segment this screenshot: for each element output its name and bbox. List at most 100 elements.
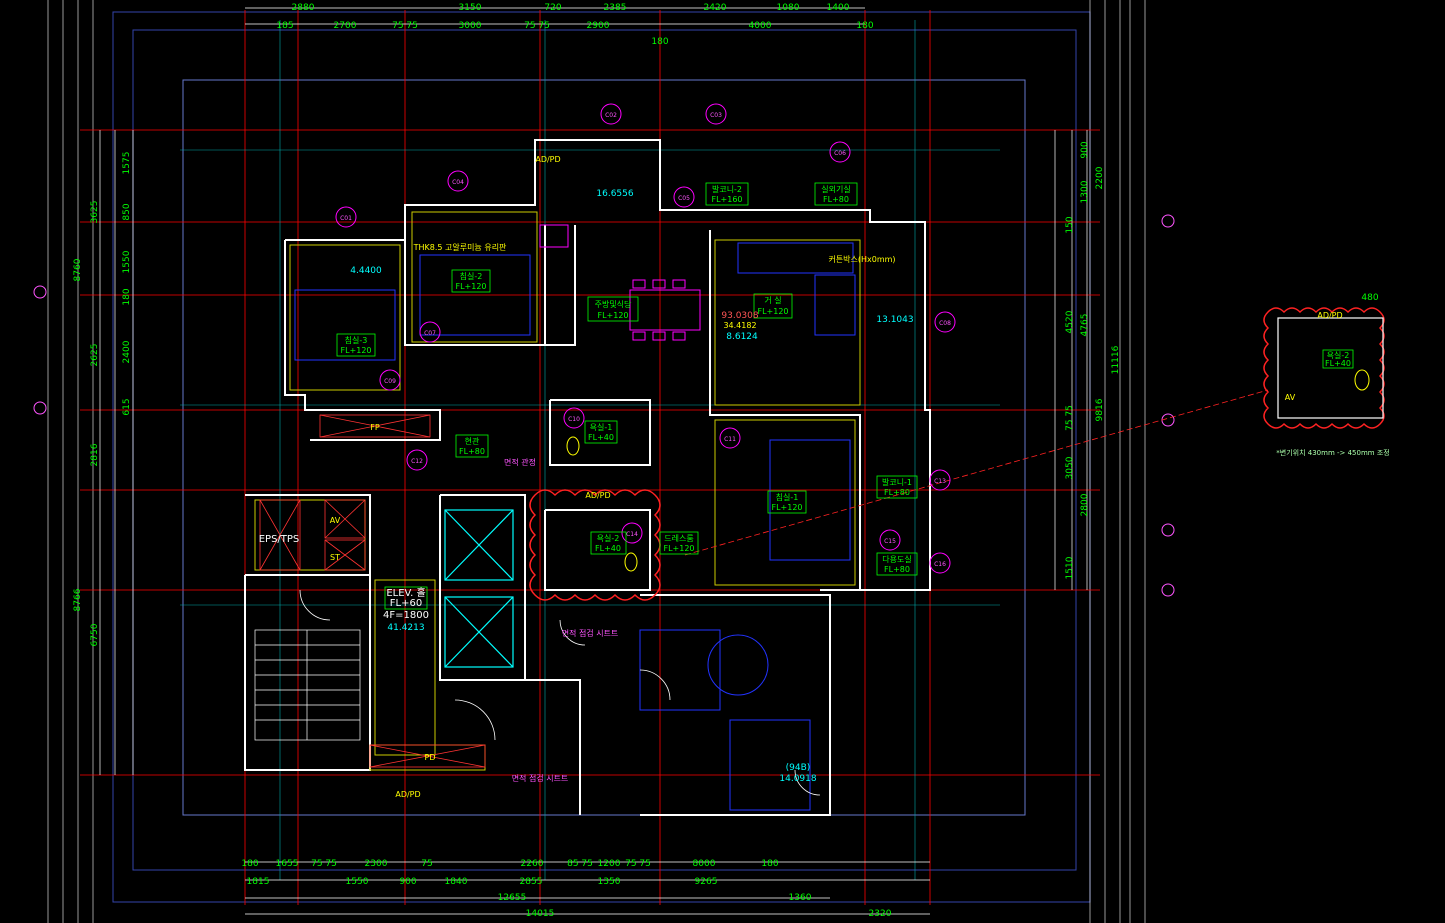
room-name-balcony2: 발코니-2	[712, 184, 742, 194]
marker-label-16: C16	[934, 561, 946, 568]
marker-labels: C02 C03 C06 C04 C05 C01 C07 C08 C09 C10 …	[340, 112, 951, 568]
grid-lines-red	[80, 10, 1100, 905]
area-living-balcony: 13.1043	[876, 315, 913, 325]
walls	[244, 139, 931, 816]
room-labels	[336, 182, 918, 610]
room-level-elev-hall: FL+60	[390, 598, 422, 609]
area-common: 41.4213	[387, 623, 424, 633]
area-extra: 8.6124	[726, 332, 758, 342]
left-dim-inner-1: 1575	[122, 152, 132, 175]
label-fp: FP	[370, 423, 380, 432]
area-balcony: 16.6556	[596, 189, 633, 199]
room-name-entrance: 현관	[465, 436, 480, 446]
area-bedroom3-balcony: 4.4400	[350, 266, 382, 276]
room-name-living: 거 실	[764, 295, 781, 305]
shafts	[259, 414, 486, 768]
bottom-dim3-2: 1360	[789, 893, 812, 903]
room-name-dressroom: 드레스룸	[664, 534, 693, 543]
right-dim-1: 900	[1080, 141, 1090, 158]
detail-leader-line	[684, 389, 1269, 556]
label-elev-sub: 4F=1800	[383, 610, 429, 621]
marker-label-2: C03	[710, 112, 722, 119]
marker-label-10: C10	[568, 416, 580, 423]
bottom-dim2-3: 900	[399, 877, 416, 887]
outer-verticals	[47, 0, 1146, 923]
area-service: 34.4182	[723, 321, 756, 330]
marker-label-11: C11	[724, 436, 736, 443]
top-dim-2: 3150	[459, 3, 482, 13]
bottom-dim2-5: 2855	[520, 877, 543, 887]
top-dim-1: 2880	[292, 3, 315, 13]
left-dim-inner-6: 615	[122, 398, 132, 415]
right-dim-mid-1: 2200	[1095, 166, 1105, 189]
top-dimensions: 2880 3150 720 2385 2420 1080 1400 185 27…	[276, 3, 873, 47]
sheet-frames	[112, 11, 1091, 903]
top-center-dim: 180	[651, 37, 668, 47]
room-level-bath2: FL+40	[595, 544, 621, 553]
top-dim2-2: 2700	[334, 21, 357, 31]
room-name-bath1: 욕실-1	[590, 422, 613, 432]
note-tmp-1: THK8.5 고알루미늄 유리판	[413, 242, 507, 252]
bottom-dim-5: 75	[421, 859, 432, 869]
marker-label-5: C05	[678, 195, 690, 202]
label-adpd-top: AD/PD	[535, 155, 560, 164]
label-av: AV	[330, 516, 341, 525]
top-dim2-7: 4000	[749, 21, 772, 31]
top-dim2-8: 180	[856, 21, 873, 31]
label-adpd-bottom: AD/PD	[395, 790, 420, 799]
label-hall: 면적 관정	[504, 457, 536, 467]
misc-labels: EPS/TPS AV ST FP PD AD/PD AD/PD AD/PD 4F…	[259, 155, 896, 799]
room-level-entrance: FL+80	[459, 447, 485, 456]
marker-label-8: C08	[939, 320, 951, 327]
bottom-dim2-4: 1840	[445, 877, 468, 887]
marker-label-14: C14	[626, 531, 638, 538]
revision-cloud	[529, 307, 1385, 601]
unit-room-label: (94B)	[786, 763, 811, 773]
top-dim-4: 2385	[604, 3, 627, 13]
room-level-bedroom3: FL+120	[340, 346, 371, 355]
room-name-outdoor-unit: 실외기실	[821, 184, 850, 194]
left-dim-inner-4: 180	[122, 288, 132, 305]
room-name-utility: 다용도실	[882, 554, 911, 564]
top-dim2-5: 75 75	[524, 21, 550, 31]
label-eps: EPS/TPS	[259, 534, 300, 545]
top-dim2-1: 185	[276, 21, 293, 31]
right-dim-6: 3050	[1065, 456, 1075, 479]
label-pd: PD	[425, 753, 436, 762]
room-level-utility: FL+80	[884, 565, 910, 574]
left-dim-inner-5: 2400	[122, 340, 132, 363]
detail-note: *변기위치 430mm -> 450mm 조정	[1276, 448, 1389, 457]
bottom-dim4-1: 14015	[526, 909, 555, 919]
area-values: 16.6556 4.4400 13.1043 93.0308 34.4182 8…	[350, 189, 913, 784]
room-level-bedroom2: FL+120	[455, 282, 486, 291]
bottom-dim-10: 8000	[693, 859, 716, 869]
bottom-dim-4: 2300	[365, 859, 388, 869]
area-total: 93.0308	[721, 311, 758, 321]
marker-label-1: C02	[605, 112, 617, 119]
room-level-balcony1: FL+80	[884, 488, 910, 497]
note-tmp-2: 커튼박스(Hx0mm)	[828, 254, 895, 264]
right-dim-7: 1510	[1065, 556, 1075, 579]
left-dim-mid-2: 2625	[90, 344, 100, 367]
bottom-dim2-2: 1550	[346, 877, 369, 887]
area-unit94b: 14.0918	[779, 774, 816, 784]
door-swings	[299, 589, 821, 796]
room-level-outdoor-unit: FL+80	[823, 195, 849, 204]
bottom-dim-3: 75 75	[311, 859, 337, 869]
room-names: 침실-2 FL+120 침실-3 FL+120 주방및식당 FL+120 거 실…	[340, 184, 912, 609]
marker-label-4: C04	[452, 179, 464, 186]
bottom-dim-1: 180	[241, 859, 258, 869]
bottom-dim2-1: 1815	[247, 877, 270, 887]
room-level-bath1: FL+40	[588, 433, 614, 442]
bottom-dim-6: 2260	[521, 859, 544, 869]
bottom-dim-11: 180	[761, 859, 778, 869]
left-dimensions: 8760 8766 3625 2625 2816 1575 850 1550 1…	[73, 152, 132, 647]
room-level-dressroom: FL+120	[663, 544, 694, 553]
left-dim-mid-3: 2816	[90, 443, 100, 466]
top-dim2-3: 75 75	[392, 21, 418, 31]
detail-tag: AD/PD	[1317, 311, 1342, 320]
marker-label-12: C12	[411, 458, 423, 465]
right-dimensions: 900 1300 150 4520 75 75 3050 1510 2200 4…	[1065, 141, 1121, 579]
room-name-elev-hall: ELEV. 홀	[386, 586, 425, 599]
